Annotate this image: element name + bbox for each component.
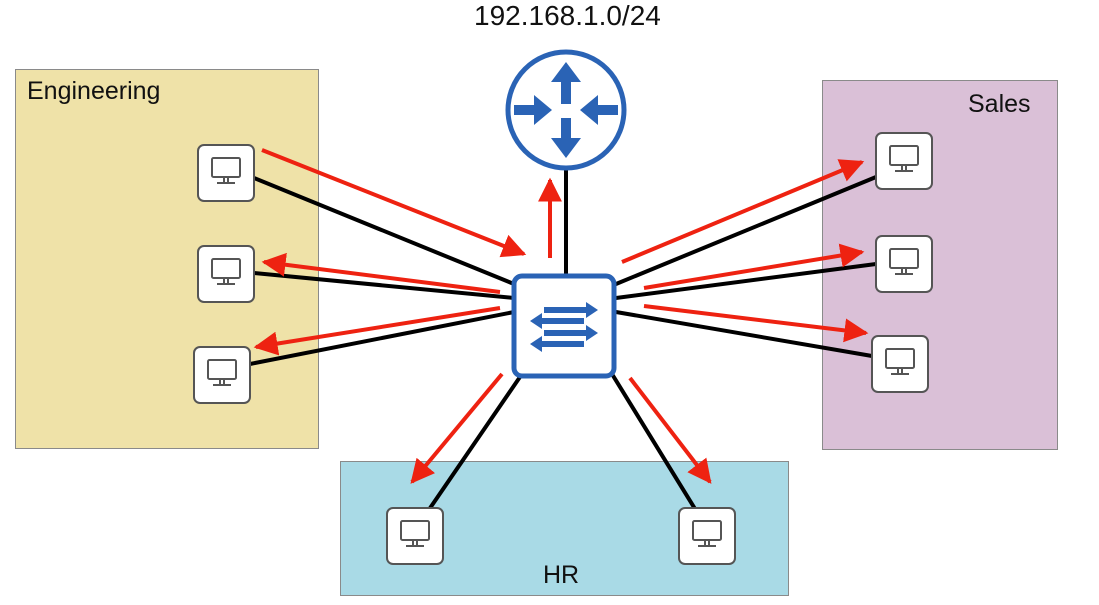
sales-zone-label: Sales <box>968 90 1031 118</box>
link-eng-pc-2 <box>252 271 516 300</box>
traffic-arrow-sales-1 <box>621 159 865 264</box>
traffic-arrow-sales-3 <box>643 304 869 343</box>
hr-pc-1-icon <box>386 507 444 565</box>
link-eng-pc-1 <box>252 176 516 286</box>
sales-pc-2-icon <box>875 235 933 293</box>
traffic-arrow-hr-2 <box>628 376 712 484</box>
sales-pc-3-icon <box>871 335 929 393</box>
traffic-arrow-eng-2 <box>261 252 501 294</box>
hr-zone-label: HR <box>543 561 580 589</box>
engineering-pc-1-icon <box>197 144 255 202</box>
switch-icon <box>511 273 617 379</box>
traffic-arrow-sales-2 <box>643 243 865 290</box>
link-sales-pc-3 <box>614 310 874 358</box>
hr-pc-2-icon <box>678 507 736 565</box>
link-hr-pc-2 <box>610 372 710 532</box>
traffic-arrow-to-switch <box>261 148 527 258</box>
engineering-pc-2-icon <box>197 245 255 303</box>
traffic-arrows <box>253 148 869 484</box>
subnet-label: 192.168.1.0/24 <box>474 0 661 31</box>
network-links <box>248 164 878 532</box>
sales-pc-1-icon <box>875 132 933 190</box>
link-hr-pc-1 <box>413 372 524 532</box>
link-sales-pc-1 <box>614 175 878 286</box>
traffic-arrow-eng-3 <box>253 306 501 356</box>
engineering-pc-3-icon <box>193 346 251 404</box>
link-sales-pc-2 <box>614 262 878 300</box>
router-icon <box>505 49 627 171</box>
engineering-zone-label: Engineering <box>27 77 161 105</box>
traffic-arrow-hr-1 <box>410 372 504 484</box>
link-eng-pc-3 <box>248 310 516 366</box>
